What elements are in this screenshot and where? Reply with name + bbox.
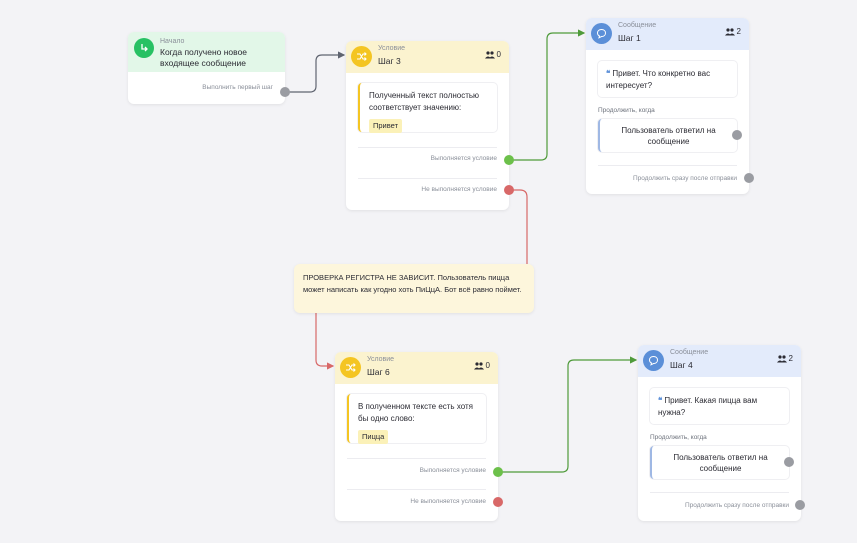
step1-message-box[interactable]: ❝Привет. Что конкретно вас интересует? — [598, 61, 737, 97]
message-node-step1[interactable]: Сообщение Шаг 1 2 ❝Привет. Что конкретно… — [586, 18, 754, 194]
step3-condition-text: Полученный текст полностью соответствует… — [369, 91, 480, 112]
start-node-action: Выполнить первый шаг — [202, 84, 273, 91]
step3-divider-1 — [358, 147, 497, 148]
start-node-header: Начало Когда получено новое входящее соо… — [128, 32, 285, 72]
start-node-kind: Начало — [160, 38, 185, 45]
step4-count: 2 — [776, 354, 793, 363]
step6-yes-label: Выполняется условие — [419, 467, 486, 474]
wire-step6-yes-to-step4 — [498, 356, 638, 473]
step4-reply-option[interactable]: Пользователь ответил на сообщение — [650, 446, 789, 479]
step3-kind: Условие — [378, 45, 406, 52]
step4-reply-port[interactable] — [784, 457, 794, 467]
comment-note-text: ПРОВЕРКА РЕГИСТРА НЕ ЗАВИСИТ. Пользовате… — [303, 273, 522, 294]
step4-header: Сообщение Шаг 4 2 — [638, 345, 801, 377]
arrow-turn-icon — [134, 38, 154, 58]
step1-title: Шаг 1 — [618, 33, 641, 43]
start-node[interactable]: Начало Когда получено новое входящее соо… — [128, 32, 290, 104]
shuffle-icon — [351, 46, 372, 67]
step4-continue-label: Продолжить, когда — [650, 434, 707, 441]
step3-title: Шаг 3 — [378, 56, 401, 66]
wire-start-to-step3 — [286, 51, 346, 93]
users-icon — [484, 50, 495, 58]
step1-header: Сообщение Шаг 1 2 — [586, 18, 749, 50]
condition-node-step3[interactable]: Условие Шаг 3 0 Полученный текст полност… — [346, 41, 514, 210]
chat-bubble-icon — [643, 350, 664, 371]
condition-node-step6[interactable]: Условие Шаг 6 0 В полученном тексте есть… — [335, 352, 503, 521]
step6-divider-1 — [347, 458, 486, 459]
step1-reply-option[interactable]: Пользователь ответил на сообщение — [598, 119, 737, 152]
users-icon — [776, 354, 787, 362]
step3-yes-label: Выполняется условие — [430, 155, 497, 162]
step4-after-send-port[interactable] — [795, 500, 805, 510]
step4-message-text: Привет. Какая пицца вам нужна? — [658, 396, 758, 417]
step3-count: 0 — [484, 50, 501, 59]
step4-divider — [650, 492, 789, 493]
start-node-output-port[interactable] — [280, 87, 290, 97]
step1-kind: Сообщение — [618, 22, 657, 29]
start-node-title: Когда получено новое входящее сообщение — [160, 47, 248, 68]
step6-yes-port[interactable] — [493, 467, 503, 477]
step3-no-label: Не выполняется условие — [421, 186, 497, 193]
step1-after-send-label: Продолжить сразу после отправки — [632, 175, 737, 182]
step3-no-port[interactable] — [504, 185, 514, 195]
step6-title: Шаг 6 — [367, 367, 390, 377]
step4-kind: Сообщение — [670, 349, 709, 356]
wire-step3-no-to-step6-lower — [315, 312, 335, 370]
step3-header: Условие Шаг 3 0 — [346, 41, 509, 73]
step6-condition-text: В полученном тексте есть хотя бы одно сл… — [358, 402, 473, 423]
step1-after-send-port[interactable] — [744, 173, 754, 183]
quote-icon: ❝ — [606, 69, 611, 78]
shuffle-icon — [340, 357, 361, 378]
step1-count: 2 — [724, 27, 741, 36]
step6-condition-value: Пицца — [358, 430, 389, 444]
step6-divider-2 — [347, 489, 486, 490]
step6-no-label: Не выполняется условие — [410, 498, 486, 505]
message-node-step4[interactable]: Сообщение Шаг 4 2 ❝Привет. Какая пицца в… — [638, 345, 805, 521]
step1-reply-port[interactable] — [732, 130, 742, 140]
step3-condition-box[interactable]: Полученный текст полностью соответствует… — [358, 83, 497, 133]
chat-bubble-icon — [591, 23, 612, 44]
wire-step3-yes-to-step1 — [510, 29, 586, 161]
step1-continue-label: Продолжить, когда — [598, 107, 655, 114]
step4-after-send-label: Продолжить сразу после отправки — [684, 502, 789, 509]
users-icon — [473, 361, 484, 369]
step6-header: Условие Шаг 6 0 — [335, 352, 498, 384]
step6-count: 0 — [473, 361, 490, 370]
step3-condition-value: Привет — [369, 119, 403, 133]
step6-kind: Условие — [367, 356, 395, 363]
quote-icon: ❝ — [658, 396, 663, 405]
step6-no-port[interactable] — [493, 497, 503, 507]
step3-yes-port[interactable] — [504, 155, 514, 165]
wire-step3-no-to-step6 — [510, 189, 528, 265]
step3-divider-2 — [358, 178, 497, 179]
step4-title: Шаг 4 — [670, 360, 693, 370]
step6-condition-box[interactable]: В полученном тексте есть хотя бы одно сл… — [347, 394, 486, 444]
step1-divider — [598, 165, 737, 166]
step1-message-text: Привет. Что конкретно вас интересует? — [606, 69, 711, 90]
users-icon — [724, 27, 735, 35]
step4-message-box[interactable]: ❝Привет. Какая пицца вам нужна? — [650, 388, 789, 424]
comment-note[interactable]: ПРОВЕРКА РЕГИСТРА НЕ ЗАВИСИТ. Пользовате… — [294, 264, 534, 313]
